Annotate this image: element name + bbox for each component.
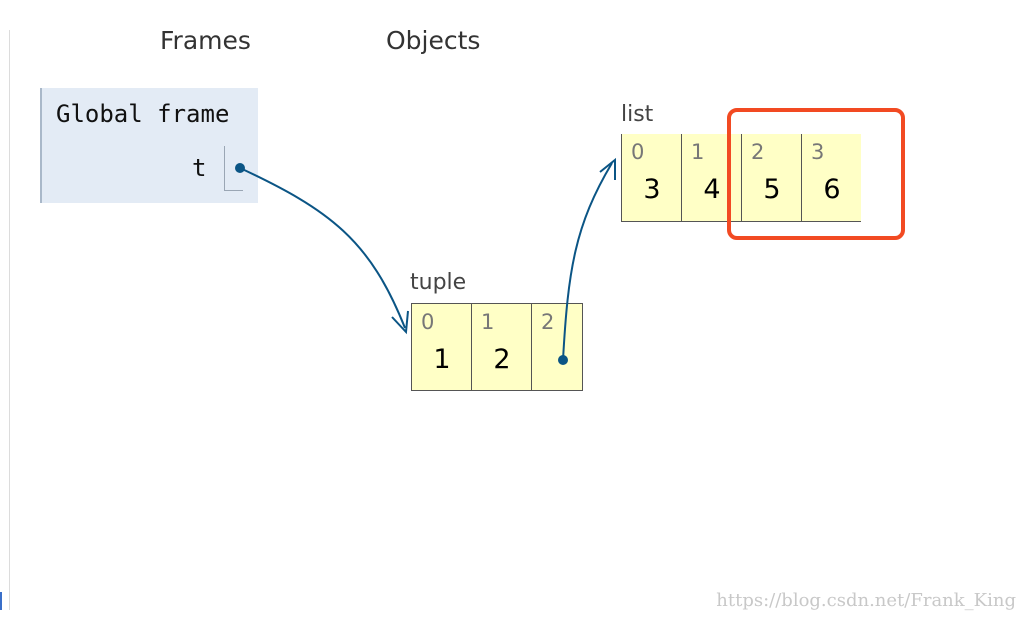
tuple-label: tuple (410, 270, 467, 295)
list-value: 3 (643, 174, 661, 205)
left-divider (9, 30, 10, 610)
pointer-arrow-t-to-tuple (239, 167, 406, 329)
list-value: 5 (763, 174, 781, 205)
global-frame: Global frame t (40, 88, 258, 203)
tuple-cell-1: 1 2 (471, 303, 531, 391)
pointer-arrow-tuple-to-list (562, 162, 613, 361)
left-scroll-marker (0, 592, 2, 610)
tuple-index: 2 (541, 310, 555, 334)
list-value: 4 (703, 174, 721, 205)
list-cell-0: 0 3 (621, 134, 681, 222)
list-label: list (621, 102, 654, 127)
list-index: 3 (811, 140, 825, 164)
tuple-cell-0: 0 1 (411, 303, 471, 391)
list-index: 2 (751, 140, 765, 164)
objects-heading: Objects (386, 26, 481, 55)
tuple-index: 0 (421, 310, 435, 334)
tuple-index: 1 (481, 310, 495, 334)
tuple-value: 2 (493, 344, 511, 375)
tuple-value: 1 (433, 344, 451, 375)
arrowhead-icon (391, 310, 409, 335)
list-value: 6 (823, 174, 841, 205)
tuple-cell-2: 2 (531, 303, 583, 391)
pointer-dot-tuple (558, 355, 568, 365)
watermark: https://blog.csdn.net/Frank_King (716, 590, 1016, 611)
list-index: 0 (631, 140, 645, 164)
pointer-dot-t (235, 163, 245, 173)
highlight-box (727, 108, 905, 240)
list-index: 1 (691, 140, 705, 164)
frames-heading: Frames (160, 26, 251, 55)
variable-name-t: t (192, 154, 207, 182)
list-cell-2: 2 5 (741, 134, 801, 222)
variable-slot-t (224, 146, 243, 191)
list-cell-1: 1 4 (681, 134, 741, 222)
arrowhead-icon (599, 157, 616, 180)
global-frame-title: Global frame (56, 100, 230, 128)
list-cell-3: 3 6 (801, 134, 861, 222)
